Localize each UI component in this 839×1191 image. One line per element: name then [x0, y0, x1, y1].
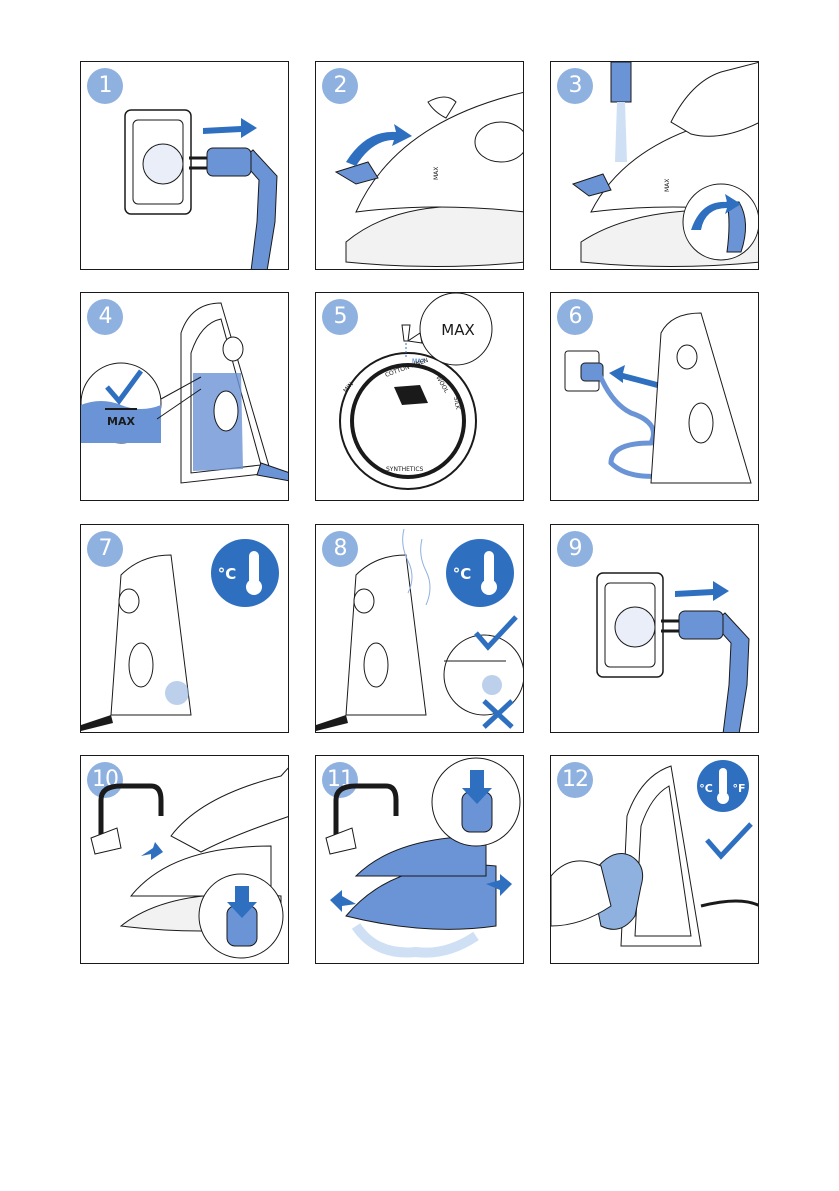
- tap-icon: [610, 62, 632, 103]
- celsius-label: °C: [453, 565, 472, 583]
- step-7-panel: 7 °C: [80, 524, 289, 733]
- plug-in-illustration: [564, 312, 752, 484]
- step-3-panel: 3 MAX: [550, 61, 759, 270]
- pilot-light-illustration: °C: [316, 528, 523, 731]
- step-number-badge: 3: [557, 68, 593, 104]
- step-2-panel: 2 MAX: [315, 61, 524, 270]
- iron-icon: [345, 864, 497, 930]
- iron-max-label: MAX: [433, 167, 440, 180]
- hand-icon: [551, 860, 612, 927]
- step-number-badge: 2: [322, 68, 358, 104]
- step-number-badge: 1: [87, 68, 123, 104]
- step-number-badge: 4: [87, 299, 123, 335]
- dial-synthetics-label: SYNTHETICS: [386, 466, 424, 473]
- arrow-icon: [330, 890, 356, 912]
- check-icon: [705, 822, 753, 860]
- temperature-dial-illustration: MAX MAX COTTON LINEN MIN WOOL SILK SYNTH…: [339, 293, 493, 490]
- fahrenheit-label: °F: [732, 782, 745, 795]
- iron-icon: [650, 312, 752, 484]
- arrow-icon: [141, 842, 163, 860]
- check-icon: [105, 369, 144, 406]
- thermometer-icon: [719, 768, 727, 796]
- self-clean-shake-illustration: [325, 757, 521, 958]
- iron-icon: [345, 554, 427, 716]
- arrow-icon: [609, 365, 661, 389]
- dial-max-label: MAX: [412, 358, 425, 365]
- arrow-icon: [675, 581, 729, 601]
- cross-icon: [482, 699, 514, 729]
- thermometer-icon: [484, 551, 494, 585]
- step-number-badge: 7: [87, 531, 123, 567]
- max-label: MAX: [107, 415, 135, 428]
- step-4-panel: 4 MAX: [80, 292, 289, 501]
- step-number-badge: 9: [557, 531, 593, 567]
- step-number-badge: 6: [557, 299, 593, 335]
- plug-icon: [580, 362, 604, 382]
- tap-icon: [98, 783, 164, 836]
- step-11-panel: 11: [315, 755, 524, 964]
- unplug-again-illustration: [596, 572, 750, 732]
- celsius-label: °C: [218, 565, 237, 583]
- step-8-panel: 8 °C: [315, 524, 524, 733]
- iron-icon: [345, 205, 523, 267]
- step-6-panel: 6: [550, 292, 759, 501]
- step-1-panel: 1: [80, 61, 289, 270]
- step-number-badge: 12: [557, 762, 593, 798]
- max-bubble-label: MAX: [441, 321, 474, 339]
- arrow-icon: [691, 194, 741, 230]
- open-filler-cap-illustration: MAX: [334, 91, 523, 267]
- iron-max-label: MAX: [664, 179, 671, 192]
- step-number-badge: 5: [322, 299, 358, 335]
- hand-icon: [670, 62, 758, 137]
- arrow-icon: [203, 118, 257, 138]
- celsius-label: °C: [699, 782, 713, 795]
- self-clean-hold-illustration: [90, 767, 288, 959]
- step-12-panel: 12 °C °F: [550, 755, 759, 964]
- step-9-panel: 9: [550, 524, 759, 733]
- tap-icon: [333, 783, 399, 836]
- step-5-panel: 5 MAX MAX COTTON LINEN MIN WOOL SILK SYN…: [315, 292, 524, 501]
- arrow-icon: [346, 124, 412, 166]
- fill-water-illustration: MAX: [571, 62, 758, 267]
- plug-icon: [712, 612, 750, 732]
- step-number-badge: 8: [322, 531, 358, 567]
- dial-silk-label: SILK: [452, 396, 461, 411]
- heat-up-illustration: °C: [81, 539, 279, 731]
- thermometer-icon: [249, 551, 259, 585]
- clean-soleplate-illustration: °C °F: [551, 760, 758, 947]
- step-10-panel: 10: [80, 755, 289, 964]
- water-level-illustration: MAX: [81, 302, 288, 484]
- check-icon: [474, 615, 518, 651]
- unplug-illustration: [124, 109, 278, 269]
- hand-icon: [170, 767, 288, 853]
- plug-icon: [240, 149, 278, 269]
